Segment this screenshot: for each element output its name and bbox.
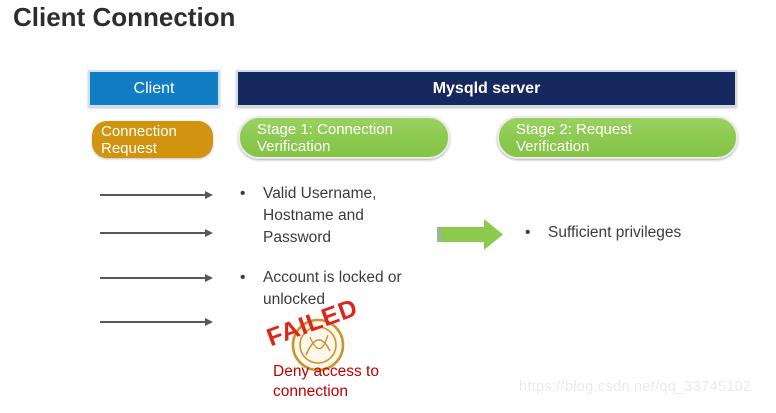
list-item: • Sufficient privileges	[525, 222, 745, 244]
list-item: • Account is locked or unlocked	[240, 267, 440, 311]
arrow-shaft	[100, 232, 205, 234]
request-arrow-icon	[100, 318, 213, 326]
failed-seal-icon	[291, 318, 345, 372]
stage2-label: Stage 2: Request Verification	[516, 120, 632, 155]
bullet-icon: •	[240, 269, 246, 286]
arrow-head	[205, 318, 213, 326]
stage1-connection-verification-box: Stage 1: Connection Verification	[238, 116, 450, 159]
arrow-head	[205, 229, 213, 237]
bullet-icon: •	[525, 224, 531, 241]
arrow-head	[205, 274, 213, 282]
stage2-request-verification-box: Stage 2: Request Verification	[497, 116, 738, 159]
mysqld-server-label: Mysqld server	[432, 79, 541, 97]
stage1-bullet-credentials: Valid Username, Hostname and Password	[263, 185, 377, 246]
page-title: Client Connection	[13, 2, 236, 32]
bullet-icon: •	[240, 185, 246, 202]
client-box-label: Client	[133, 79, 175, 97]
stage2-bullet-privileges: Sufficient privileges	[548, 224, 682, 241]
connection-request-box: Connection Request	[92, 121, 213, 158]
stage1-bullet-account-lock: Account is locked or unlocked	[263, 269, 402, 308]
pass-arrow-icon	[437, 219, 503, 250]
request-arrow-icon	[100, 191, 213, 199]
client-box: Client	[88, 70, 220, 107]
arrow-head	[205, 191, 213, 199]
deny-access-note: Deny access to connection	[273, 363, 379, 400]
mysqld-server-box: Mysqld server	[236, 70, 737, 107]
watermark: https://blog.csdn.net/qq_33745102	[519, 379, 752, 395]
failed-stamp: FAILED	[263, 293, 378, 377]
stage1-label: Stage 1: Connection Verification	[257, 120, 393, 155]
arrow-shaft	[100, 321, 205, 323]
list-item: • Valid Username, Hostname and Password	[240, 183, 440, 249]
request-arrow-icon	[100, 274, 213, 282]
request-arrow-icon	[100, 229, 213, 237]
arrow-shaft	[100, 277, 205, 279]
arrow-shaft	[100, 194, 205, 196]
stage2-bullet-list: • Sufficient privileges	[525, 222, 745, 244]
connection-request-label: Connection Request	[101, 122, 177, 157]
stage1-bullet-list: • Valid Username, Hostname and Password …	[240, 183, 440, 311]
